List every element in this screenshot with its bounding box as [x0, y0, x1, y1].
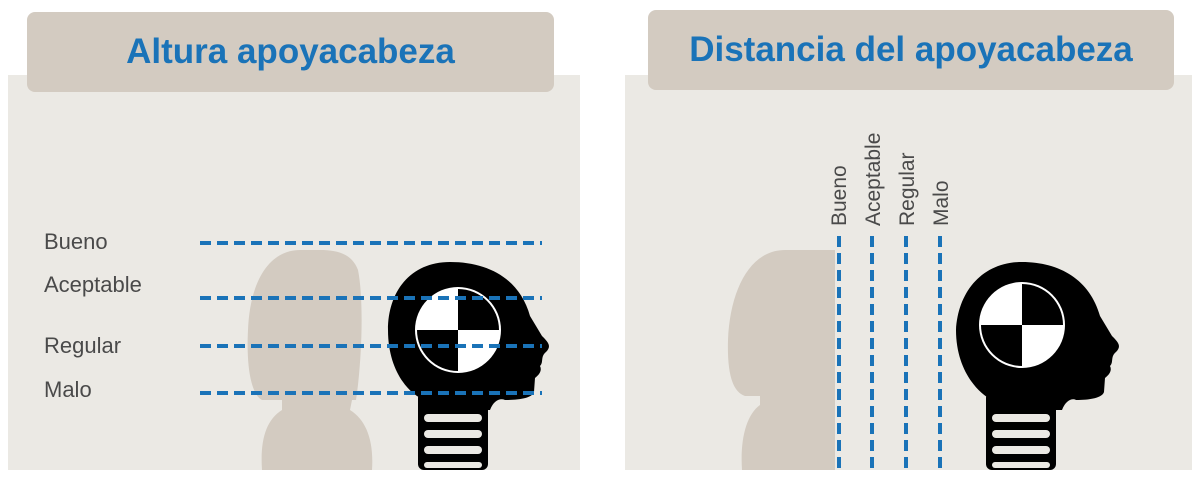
left-label-malo: Malo	[44, 377, 92, 402]
left-dummy-neck	[418, 392, 488, 470]
left-headrest-silhouette	[247, 250, 373, 470]
left-panel-title: Altura apoyacabeza	[27, 12, 554, 92]
right-crash-target-marker	[979, 282, 1065, 368]
left-level-lines	[200, 241, 542, 395]
right-label-malo: Malo	[930, 180, 953, 226]
left-title-text: Altura apoyacabeza	[126, 32, 455, 71]
right-label-bueno: Bueno	[828, 165, 851, 226]
left-crash-target-marker	[415, 287, 501, 373]
right-title-text: Distancia del apoyacabeza	[689, 30, 1133, 69]
right-panel	[625, 75, 1192, 470]
left-label-regular: Regular	[44, 333, 122, 358]
right-panel-title: Distancia del apoyacabeza	[648, 10, 1174, 90]
right-dummy-neck	[986, 392, 1056, 470]
right-level-lines	[837, 236, 942, 470]
right-headrest-silhouette	[727, 250, 835, 470]
left-dummy-head	[388, 262, 549, 470]
right-dummy-head	[956, 262, 1119, 470]
left-label-aceptable: Aceptable	[44, 272, 142, 297]
right-label-regular: Regular	[896, 152, 919, 226]
right-label-aceptable: Aceptable	[862, 132, 885, 226]
left-label-bueno: Bueno	[44, 229, 108, 254]
